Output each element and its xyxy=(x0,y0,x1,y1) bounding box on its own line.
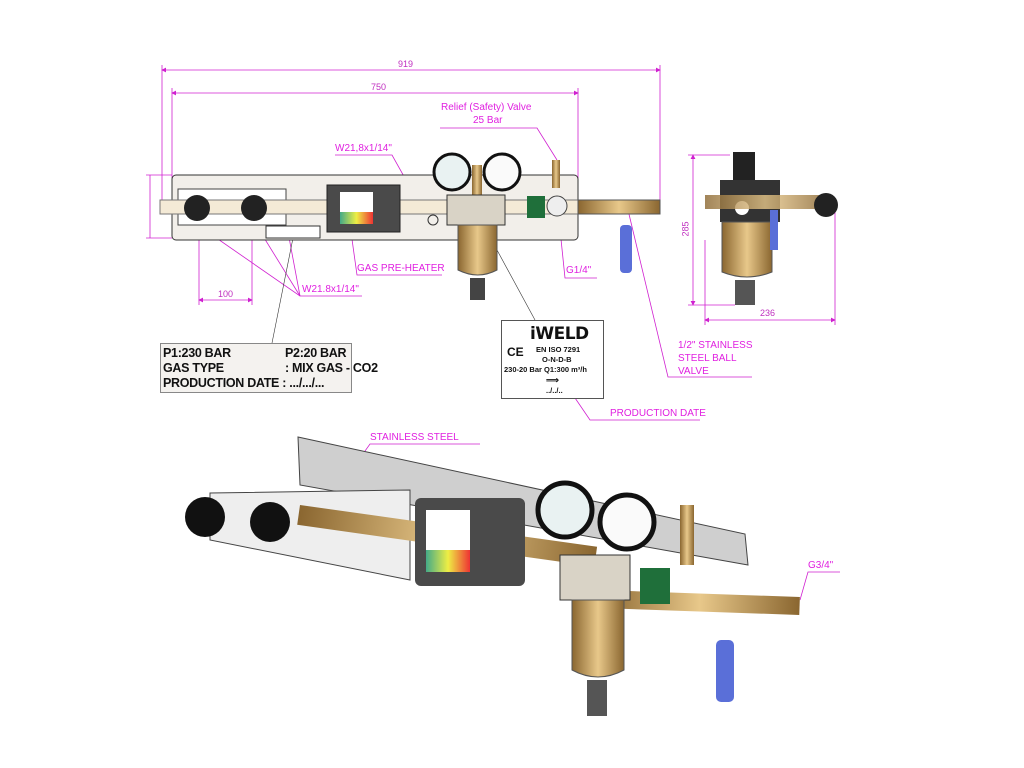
dim-side-height: 285 xyxy=(680,221,691,237)
pressure-gauge-icon xyxy=(597,492,657,552)
dim-plate-length: 750 xyxy=(371,82,387,92)
callout-ball-valve-1: 1/2" STAINLESS xyxy=(678,340,753,351)
inlet-knob-icon xyxy=(185,497,225,537)
inlet-knob-icon xyxy=(184,195,210,221)
callout-outlet-thread: G3/4" xyxy=(808,560,834,571)
iweld-class: O-N-D-B xyxy=(542,355,572,364)
iweld-logo: iWELD xyxy=(530,324,589,344)
front-view xyxy=(159,152,661,300)
callout-gas-preheater: GAS PRE-HEATER xyxy=(357,263,445,274)
isometric-view xyxy=(185,436,800,716)
leader-lines xyxy=(271,237,536,344)
flow-arrow-icon: ⟹ xyxy=(546,375,559,385)
iweld-date-marks: ../../.. xyxy=(546,386,563,395)
dim-knob-spacing: 100 xyxy=(218,289,234,299)
ball-valve-handle xyxy=(620,225,632,273)
rating-plate: P1:230 BAR P2:20 BAR GAS TYPE : MIX GAS … xyxy=(160,343,378,393)
pressure-gauge-icon xyxy=(432,152,472,192)
rating-production-date: PRODUCTION DATE : .../.../... xyxy=(163,376,325,390)
pressure-gauge-icon xyxy=(482,152,522,192)
callout-relief-valve: Relief (Safety) Valve xyxy=(441,102,532,113)
callout-relief-valve-pressure: 25 Bar xyxy=(473,115,503,126)
callout-ball-valve-2: STEEL BALL xyxy=(678,353,737,364)
iweld-label: iWELD CE EN ISO 7291 O-N-D-B 230-20 Bar … xyxy=(501,320,604,399)
rating-p1: P1:230 BAR xyxy=(163,346,231,360)
inlet-knob-icon xyxy=(250,502,290,542)
rating-p2: P2:20 BAR xyxy=(285,346,347,360)
callout-inlet-thread-bottom: W21.8x1/14" xyxy=(302,284,359,295)
rating-gas-type-label: GAS TYPE xyxy=(163,361,224,375)
callout-stainless-steel: STAINLESS STEEL xyxy=(370,432,459,443)
iweld-standard: EN ISO 7291 xyxy=(536,345,581,354)
callout-inlet-thread-top: W21,8x1/14" xyxy=(335,143,392,154)
inlet-knob-icon xyxy=(241,195,267,221)
callout-gauge-port: G1/4" xyxy=(566,265,592,276)
iweld-rating: 230-20 Bar Q1:300 m³/h xyxy=(504,365,587,374)
callout-ball-valve-3: VALVE xyxy=(678,366,709,377)
dim-side-depth: 236 xyxy=(760,308,776,318)
dim-overall-length: 919 xyxy=(398,59,414,69)
side-view xyxy=(705,152,838,305)
ball-valve-handle xyxy=(716,640,734,702)
callout-production-date: PRODUCTION DATE xyxy=(610,408,706,419)
pressure-gauge-icon xyxy=(535,480,595,540)
rating-gas-type-value: : MIX GAS - CO2 xyxy=(285,361,378,375)
ce-mark: CE xyxy=(507,345,524,359)
